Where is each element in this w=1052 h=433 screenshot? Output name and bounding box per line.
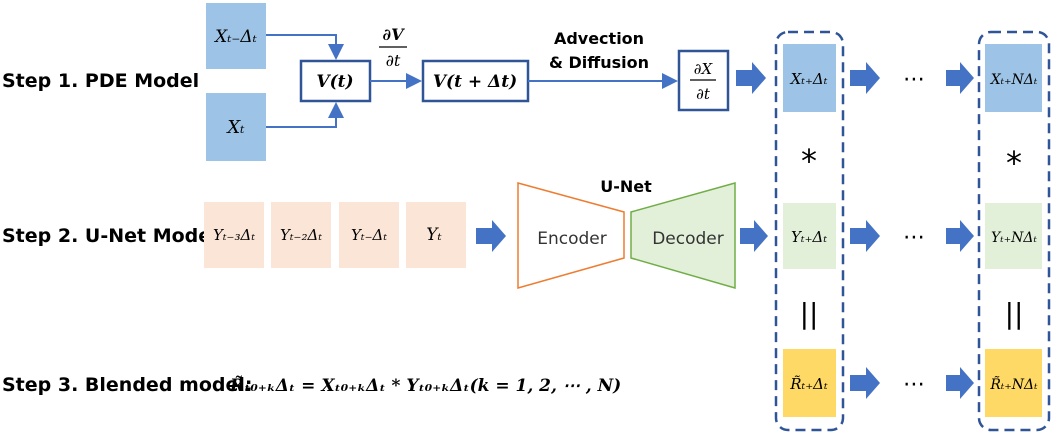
y-first-box <box>783 203 836 269</box>
y-last-box <box>985 203 1042 269</box>
dashed-column-first <box>774 30 845 432</box>
advection-label-2: & Diffusion <box>549 53 649 72</box>
dx-denominator: ∂t <box>696 85 711 103</box>
advection-label-1: Advection <box>554 29 644 48</box>
block-arrow-dots-to-rn <box>946 367 974 399</box>
connector-x-curr <box>266 102 344 128</box>
block-arrow-y1-to-dots <box>850 220 880 252</box>
ellipsis-row3: ⋯ <box>903 372 925 397</box>
step1-label: Step 1. PDE Model <box>2 70 199 92</box>
equals-first: || <box>800 297 819 330</box>
x-curr-box <box>206 93 266 161</box>
x-last-box <box>985 44 1042 112</box>
block-arrow-inputs-to-encoder <box>476 220 506 252</box>
x-first-label: Xₜ₊Δₜ <box>790 70 828 88</box>
dx-numerator: ∂X <box>694 60 714 78</box>
block-arrow-dots-to-xn <box>946 62 974 94</box>
y-input-label-1: Yₜ₋₃Δₜ <box>213 226 255 244</box>
x-curr-label: Xₜ <box>225 117 245 138</box>
dv-numerator: ∂V <box>383 25 406 44</box>
dashed-column-last <box>977 30 1051 432</box>
decoder-label: Decoder <box>652 229 724 249</box>
y-input-label-4: Yₜ <box>426 225 442 245</box>
multiply-first: * <box>801 142 817 180</box>
block-arrow-dx-to-x1 <box>736 62 766 94</box>
block-arrow-x1-to-dots <box>850 62 880 94</box>
unet-title: U-Net <box>600 177 652 196</box>
ellipsis-row1: ⋯ <box>903 67 925 92</box>
y-input-box-2 <box>271 202 331 268</box>
r-last-box <box>985 349 1042 417</box>
r-first-box <box>783 349 836 417</box>
x-prev-box <box>206 3 266 69</box>
x-last-label: Xₜ₊NΔₜ <box>990 72 1038 88</box>
v-t-label: V(t) <box>316 72 353 92</box>
step3-formula: R̃ₜ₀₊ₖΔₜ = Xₜ₀₊ₖΔₜ * Yₜ₀₊ₖΔₜ(k = 1, 2, ⋯… <box>229 376 621 396</box>
step3-label: Step 3. Blended model: <box>2 374 252 396</box>
y-input-label-3: Yₜ₋Δₜ <box>351 226 387 244</box>
dv-denominator: ∂t <box>386 51 401 70</box>
x-first-box <box>783 44 836 112</box>
decoder-shape <box>630 182 736 289</box>
block-arrow-dots-to-yn <box>946 220 974 252</box>
block-arrow-r1-to-dots <box>850 367 880 399</box>
step2-label: Step 2. U-Net Model <box>2 225 218 247</box>
r-last-label: R̃ₜ₊NΔₜ <box>989 375 1038 393</box>
y-input-box-1 <box>204 202 264 268</box>
block-arrow-decoder-to-y1 <box>740 220 768 252</box>
x-prev-label: Xₜ₋Δₜ <box>213 27 258 47</box>
r-first-label: R̃ₜ₊Δₜ <box>789 375 828 393</box>
equals-last: || <box>1005 297 1024 330</box>
v-t-box <box>299 59 372 103</box>
encoder-label: Encoder <box>537 229 607 249</box>
encoder-shape <box>517 182 625 289</box>
y-input-label-2: Yₜ₋₂Δₜ <box>280 226 322 244</box>
dx-box <box>677 49 730 112</box>
y-input-box-4 <box>406 202 466 268</box>
y-input-box-3 <box>339 202 399 268</box>
v-next-label: V(t + Δt) <box>433 72 517 92</box>
v-next-box <box>421 59 530 103</box>
y-first-label: Yₜ₊Δₜ <box>791 228 827 246</box>
ellipsis-row2: ⋯ <box>903 225 925 250</box>
multiply-last: * <box>1006 144 1022 182</box>
y-last-label: Yₜ₊NΔₜ <box>991 230 1037 246</box>
connector-x-prev <box>266 34 344 60</box>
